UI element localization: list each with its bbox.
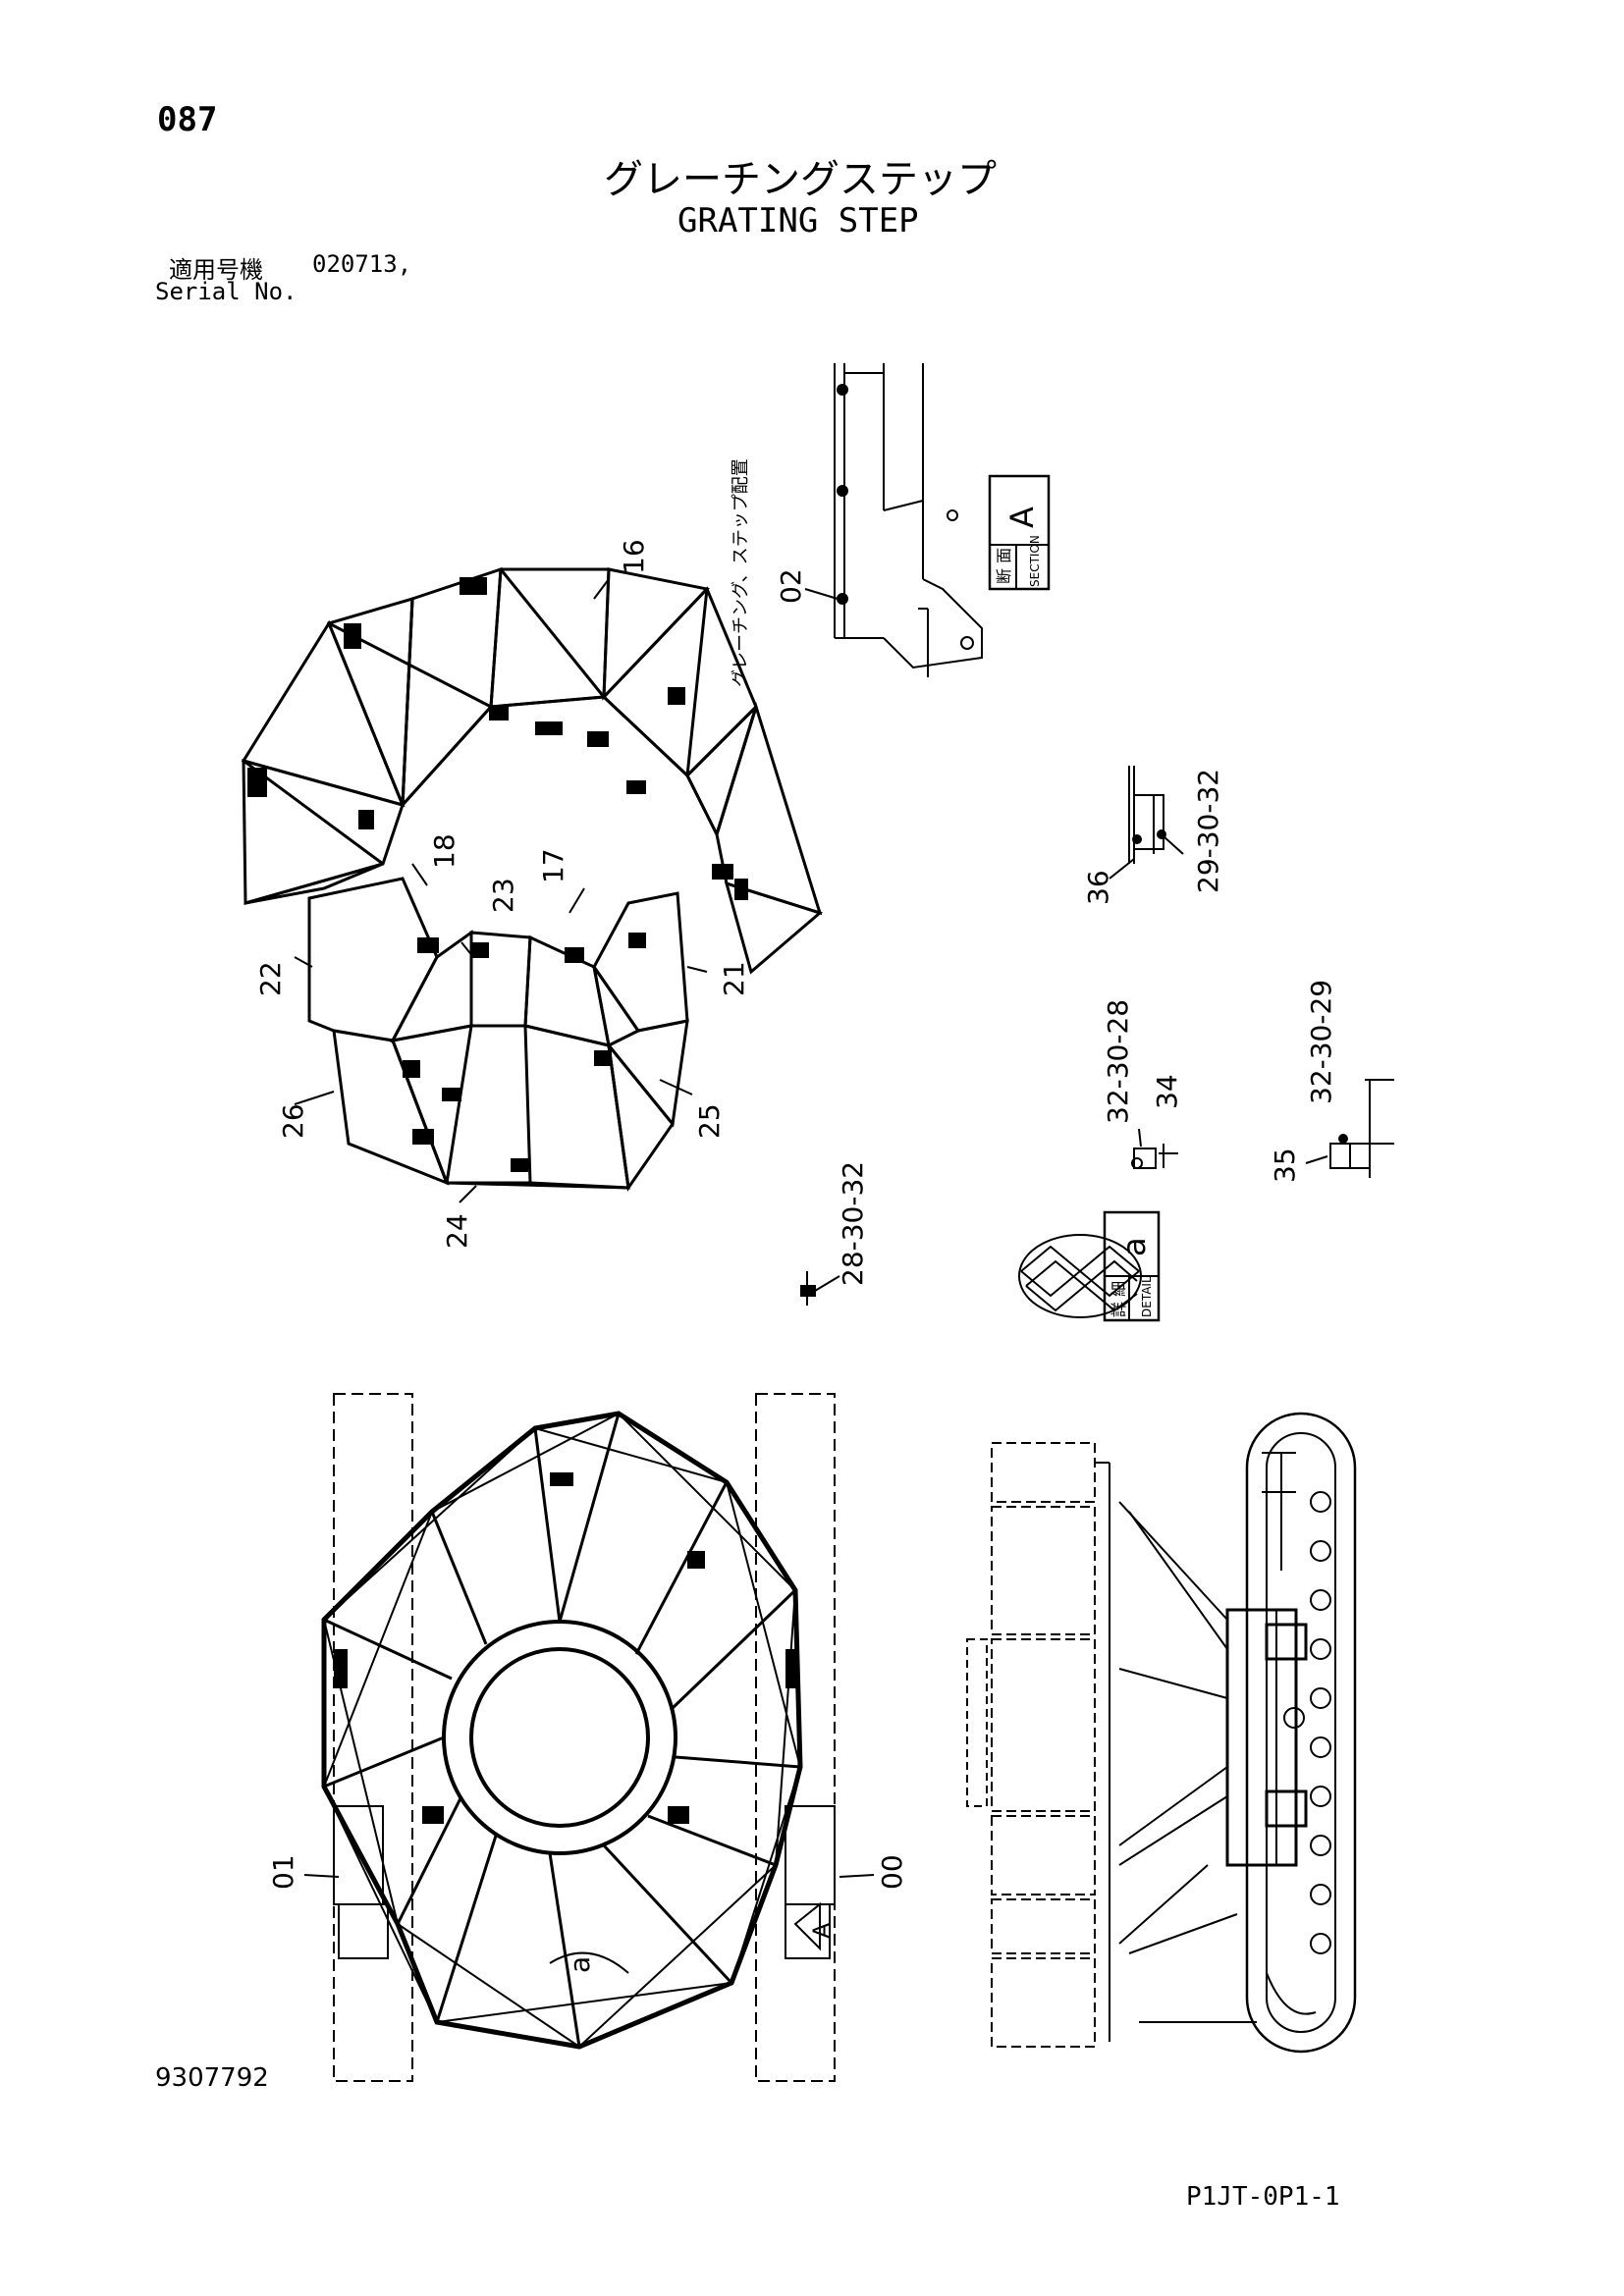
page-number: 087 (157, 100, 218, 139)
callout-16: 16 (618, 539, 650, 574)
callout-24: 24 (441, 1213, 473, 1249)
detail-box-letter: a (1115, 1237, 1153, 1256)
callout-23: 23 (487, 878, 519, 913)
section-a-view (804, 363, 1051, 677)
callout-17: 17 (537, 848, 569, 883)
detail-a-view (800, 1210, 1161, 1322)
page-title-japanese: グレーチングステップ (604, 157, 997, 202)
callout-21: 21 (718, 961, 750, 996)
section-box-jp: 断 面 (995, 548, 1013, 584)
callout-18: 18 (428, 833, 460, 869)
serial-label-japanese: 適用号機 (169, 256, 263, 284)
document-number: 9307792 (155, 2063, 269, 2093)
callout-01: 01 (267, 1854, 299, 1890)
side-elevation-view (966, 1412, 1357, 2054)
detail-35-view (1305, 1079, 1394, 1178)
detail-36-view (1109, 766, 1184, 880)
sheet-code: P1JT-0P1-1 (1186, 2182, 1340, 2212)
callout-02: 02 (775, 568, 807, 604)
serial-label-english: Serial No. (155, 278, 298, 305)
plan-view (303, 1393, 875, 2082)
page-title-english: GRATING STEP (677, 201, 919, 240)
callout-32-30-28: 32-30-28 (1102, 999, 1134, 1124)
callout-25: 25 (693, 1103, 726, 1139)
callout-36: 36 (1082, 870, 1114, 905)
detail-box-jp: 詳 細 (1110, 1281, 1128, 1317)
callout-32-30-29: 32-30-29 (1305, 980, 1337, 1104)
callout-00: 00 (876, 1854, 908, 1890)
callout-26: 26 (277, 1103, 309, 1139)
callout-29-30-32: 29-30-32 (1192, 769, 1224, 893)
detail-box-en: DETAIL (1140, 1276, 1154, 1317)
detail-34-view (1131, 1128, 1178, 1169)
section-box-letter: A (1003, 507, 1041, 528)
serial-number-value: 020713, (312, 250, 412, 278)
vertical-note: グレーチング、ステップ配置 (731, 458, 751, 687)
callout-22: 22 (254, 961, 287, 996)
callout-28-30-32: 28-30-32 (837, 1161, 869, 1286)
section-box-en: SECTION (1028, 535, 1042, 587)
view-marker-a: a (564, 1956, 596, 1973)
callout-35: 35 (1269, 1148, 1301, 1183)
grating-layout-view (241, 566, 824, 1203)
view-marker-A: A (808, 1922, 836, 1939)
callout-34: 34 (1151, 1074, 1183, 1109)
